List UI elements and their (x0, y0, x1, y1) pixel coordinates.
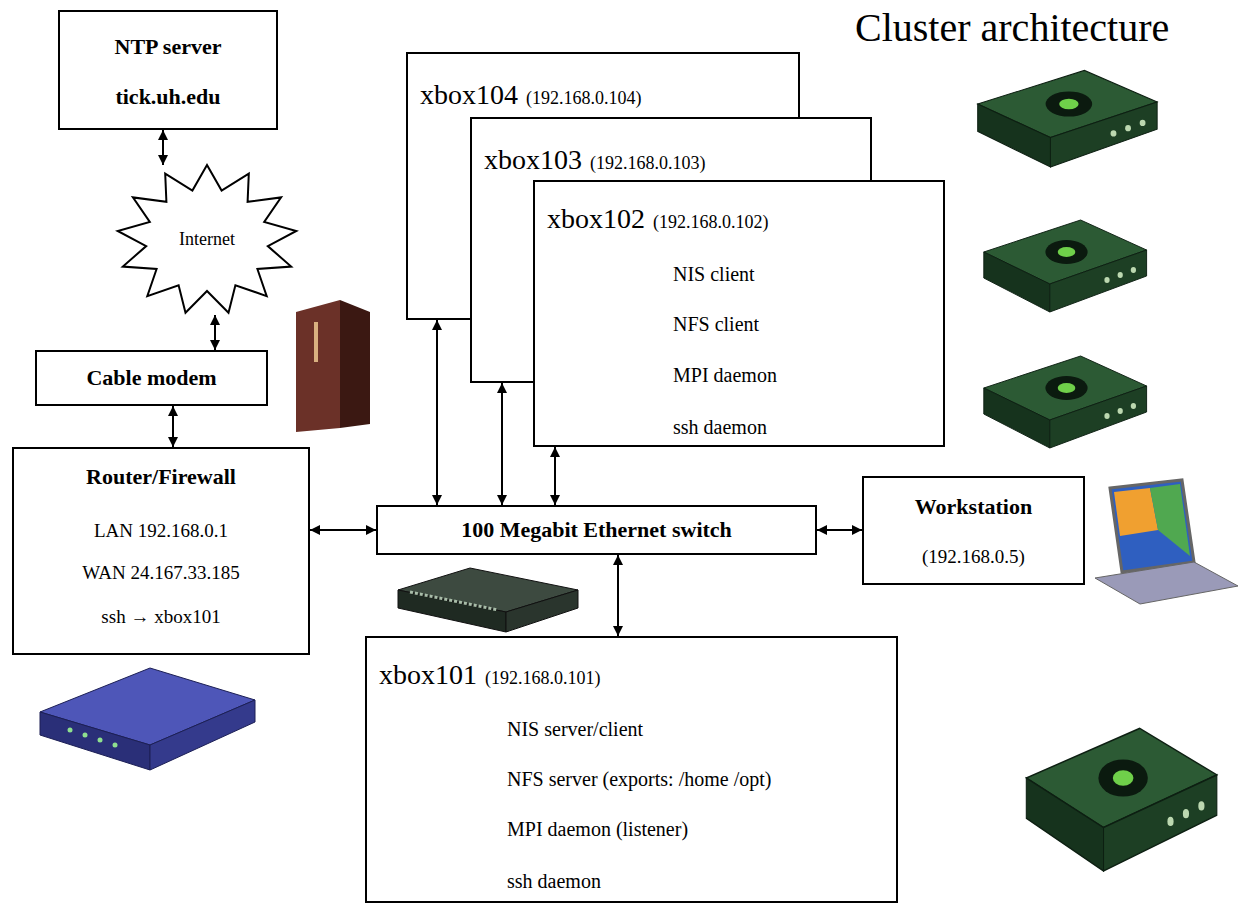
box-heading: xbox103 (484, 143, 582, 177)
box-text: WAN 24.167.33.185 (82, 562, 239, 585)
box-text: ssh → xbox101 (101, 606, 220, 629)
connector-arrow (817, 529, 862, 531)
box-heading: 100 Megabit Ethernet switch (461, 517, 732, 543)
box-heading: Router/Firewall (86, 464, 236, 490)
box-text: (192.168.0.5) (922, 546, 1025, 569)
router-front (40, 712, 150, 770)
modem-box: Cable modem (35, 350, 268, 406)
box-heading: Cable modem (86, 365, 216, 391)
router-side (150, 700, 255, 770)
connector-arrow (172, 406, 174, 447)
xbox-picture (984, 220, 1147, 312)
laptop-picture (1095, 480, 1238, 604)
cable-modem-picture (296, 300, 370, 432)
connector-arrow (501, 383, 503, 505)
box-heading: xbox101 (379, 658, 477, 692)
switch-picture (398, 568, 578, 632)
switch-box: 100 Megabit Ethernet switch (376, 505, 817, 555)
box-text: NFS server (exports: /home /opt) (507, 767, 771, 791)
router-light (68, 728, 73, 733)
connector-arrow (554, 447, 556, 505)
server-box: NTP server tick.uh.edu (58, 10, 278, 130)
switch-front (398, 590, 506, 632)
laptop-base (1095, 562, 1238, 604)
connector-arrow (214, 315, 216, 350)
box-text: MPI daemon (673, 363, 777, 387)
laptop-screen-art (1150, 484, 1190, 556)
box-text: (192.168.0.103) (590, 153, 706, 175)
connector-arrow (310, 529, 376, 531)
connector-arrow (617, 555, 619, 636)
box-heading: xbox104 (420, 78, 518, 112)
box-text: (192.168.0.101) (485, 668, 601, 690)
modem-side (340, 300, 370, 428)
switch-ports (410, 592, 498, 610)
box-text: (192.168.0.104) (526, 88, 642, 110)
box-text: ssh daemon (507, 869, 601, 893)
workstation-box: Workstation (192.168.0.5) (862, 476, 1085, 585)
xbox-picture (978, 70, 1157, 167)
box-text: MPI daemon (listener) (507, 817, 688, 841)
modem-lights (314, 322, 318, 362)
starburst-shape (118, 165, 297, 313)
router-light (113, 743, 118, 748)
modem-front (296, 300, 340, 432)
cluster-node-box: xbox101 (192.168.0.101) NIS server/clientN… (365, 636, 898, 903)
router-light (98, 738, 103, 743)
internet-cloud: Internet (117, 165, 297, 315)
box-text: NFS client (673, 312, 759, 336)
box-text: NIS server/client (507, 717, 643, 741)
box-heading: NTP server (115, 34, 222, 60)
box-heading: xbox102 (547, 202, 645, 236)
diagram-title: Cluster architecture (855, 4, 1169, 52)
box-text: ssh daemon (673, 415, 767, 439)
box-text: (192.168.0.102) (653, 212, 769, 234)
connector-arrow (162, 130, 164, 165)
box-heading: Workstation (915, 494, 1032, 520)
router-light (83, 733, 88, 738)
xbox-picture (984, 356, 1147, 448)
box-text: LAN 192.168.0.1 (94, 520, 228, 543)
box-heading: Internet (179, 229, 235, 251)
switch-side (506, 590, 578, 632)
xbox-picture (1026, 728, 1217, 871)
router-picture (40, 668, 255, 770)
connector-arrow (436, 320, 438, 505)
laptop-screen (1110, 480, 1194, 572)
cluster-node-box: xbox102 (192.168.0.102) NIS clientNFS clie… (533, 180, 945, 447)
router-box: Router/FirewallLAN 192.168.0.1WAN 24.167… (12, 447, 310, 655)
box-text: NIS client (673, 262, 755, 286)
box-text: tick.uh.edu (115, 84, 220, 110)
